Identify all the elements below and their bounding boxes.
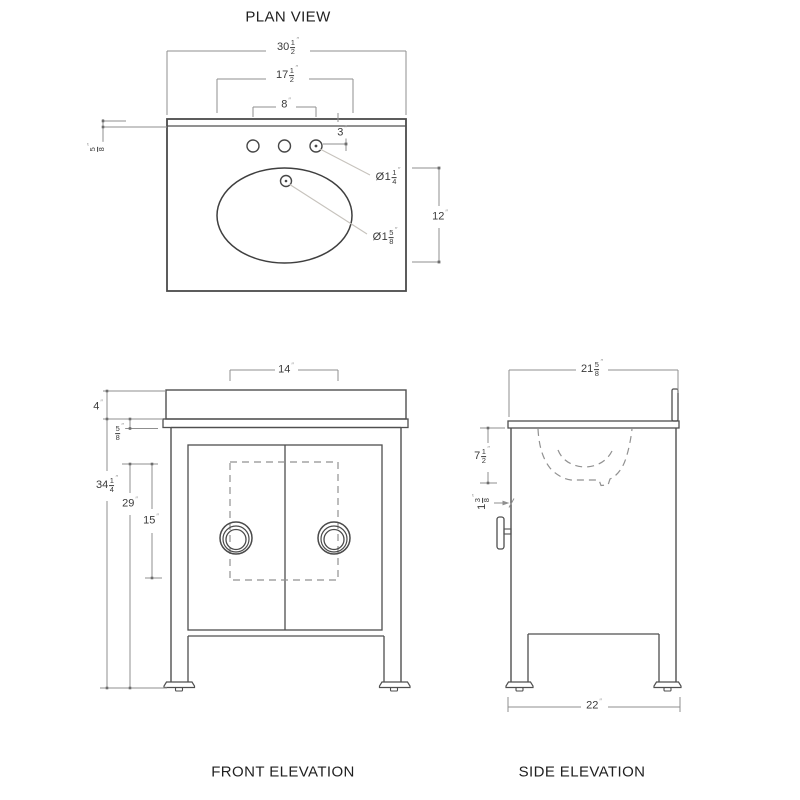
side-front-foot xyxy=(505,681,534,689)
dim-plan-sink-depth: 12 ″ xyxy=(431,209,449,223)
side-sink-bowl-dashed xyxy=(537,428,633,487)
dim-front-backsplash-height: 4 ″ xyxy=(92,399,104,413)
front-dimension-lines xyxy=(100,369,339,689)
side-back-foot xyxy=(653,681,682,689)
side-front-foot-glide xyxy=(515,686,524,692)
front-left-foot-glide xyxy=(174,686,184,692)
front-right-foot xyxy=(378,681,411,689)
dim-plan-side-hole-offset: 3 ″ xyxy=(336,125,348,139)
dim-plan-faucet-spread: 8 ″ xyxy=(280,97,292,111)
plan-faucet-hole-right xyxy=(309,139,323,153)
front-counter-edge xyxy=(162,418,409,429)
plan-faucet-hole-right-center-dot xyxy=(314,144,318,148)
side-countertop xyxy=(507,420,680,429)
dim-side-base-depth: 22 ″ xyxy=(585,698,603,712)
front-elevation-linework xyxy=(100,369,411,692)
plan-faucet-hole-left xyxy=(246,139,260,153)
front-backsplash xyxy=(165,389,407,420)
side-elevation-linework xyxy=(480,369,682,712)
plan-drain-hole-center-dot xyxy=(284,179,288,183)
dim-front-opening-height: 15 ″ xyxy=(142,513,160,527)
plan-dimension-lines xyxy=(102,50,440,263)
plan-leader-lines xyxy=(288,148,371,235)
front-left-handle xyxy=(219,521,253,555)
dim-front-opening-top-height: 29 ″ xyxy=(121,496,139,510)
side-arrowhead xyxy=(502,500,510,506)
side-dimension-ticks xyxy=(486,426,490,485)
plan-faucet-hole-center xyxy=(277,139,292,153)
side-handle-profile xyxy=(496,516,505,550)
plan-countertop-outline xyxy=(166,118,407,292)
side-backsplash xyxy=(671,388,679,422)
front-left-foot xyxy=(163,681,196,689)
front-dimension-ticks xyxy=(105,389,154,690)
side-back-foot-glide xyxy=(663,686,672,692)
dim-front-door-opening-width: 14 ″ xyxy=(277,362,295,376)
front-right-handle xyxy=(317,521,351,555)
side-elevation-title: SIDE ELEVATION xyxy=(518,763,646,781)
side-handle-stem xyxy=(503,528,512,535)
front-right-foot-glide xyxy=(389,686,399,692)
plan-view-title: PLAN VIEW xyxy=(245,8,331,26)
plan-sink-bowl xyxy=(216,167,353,264)
plan-dimension-ticks xyxy=(101,119,441,264)
side-dimension-lines xyxy=(480,369,681,712)
plan-drain-hole xyxy=(279,174,293,188)
plan-view-linework xyxy=(101,50,441,292)
front-elevation-title: FRONT ELEVATION xyxy=(211,763,355,781)
front-opening-dashed xyxy=(229,461,339,581)
